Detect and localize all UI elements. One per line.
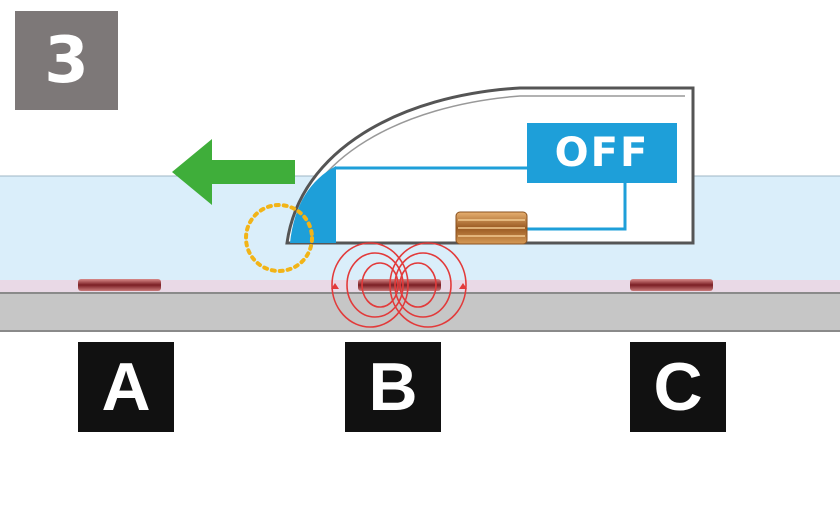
field-arrowhead-left (331, 283, 339, 289)
coil-label-b: B (345, 342, 441, 432)
arrow-left-icon (172, 139, 295, 205)
coil-label-b-text: B (368, 349, 418, 425)
field-loop-left-outer (331, 242, 409, 328)
field-loop-left-inner (361, 262, 399, 308)
rail-base (0, 293, 840, 331)
nose-sensor (290, 166, 336, 243)
dotted-circle-icon (244, 203, 314, 273)
track-coil-c (630, 279, 713, 291)
track-coil-a (78, 279, 161, 291)
coil-label-c: C (630, 342, 726, 432)
step-number-badge: 3 (15, 11, 118, 110)
coil-label-a: A (78, 342, 174, 432)
switch-state-label: OFF (527, 123, 677, 183)
field-loop-right-inner (399, 262, 437, 308)
coil-label-c-text: C (653, 349, 703, 425)
magnetic-field-loops-icon (331, 242, 467, 328)
field-loop-right-outer (389, 242, 467, 328)
coil-wire (527, 183, 627, 231)
field-loop-right-mid (394, 252, 452, 318)
switch-state-text: OFF (554, 130, 650, 176)
step-number: 3 (44, 23, 89, 98)
field-loop-left-mid (346, 252, 404, 318)
coil-label-a-text: A (101, 349, 151, 425)
field-arrowhead-right (459, 283, 467, 289)
